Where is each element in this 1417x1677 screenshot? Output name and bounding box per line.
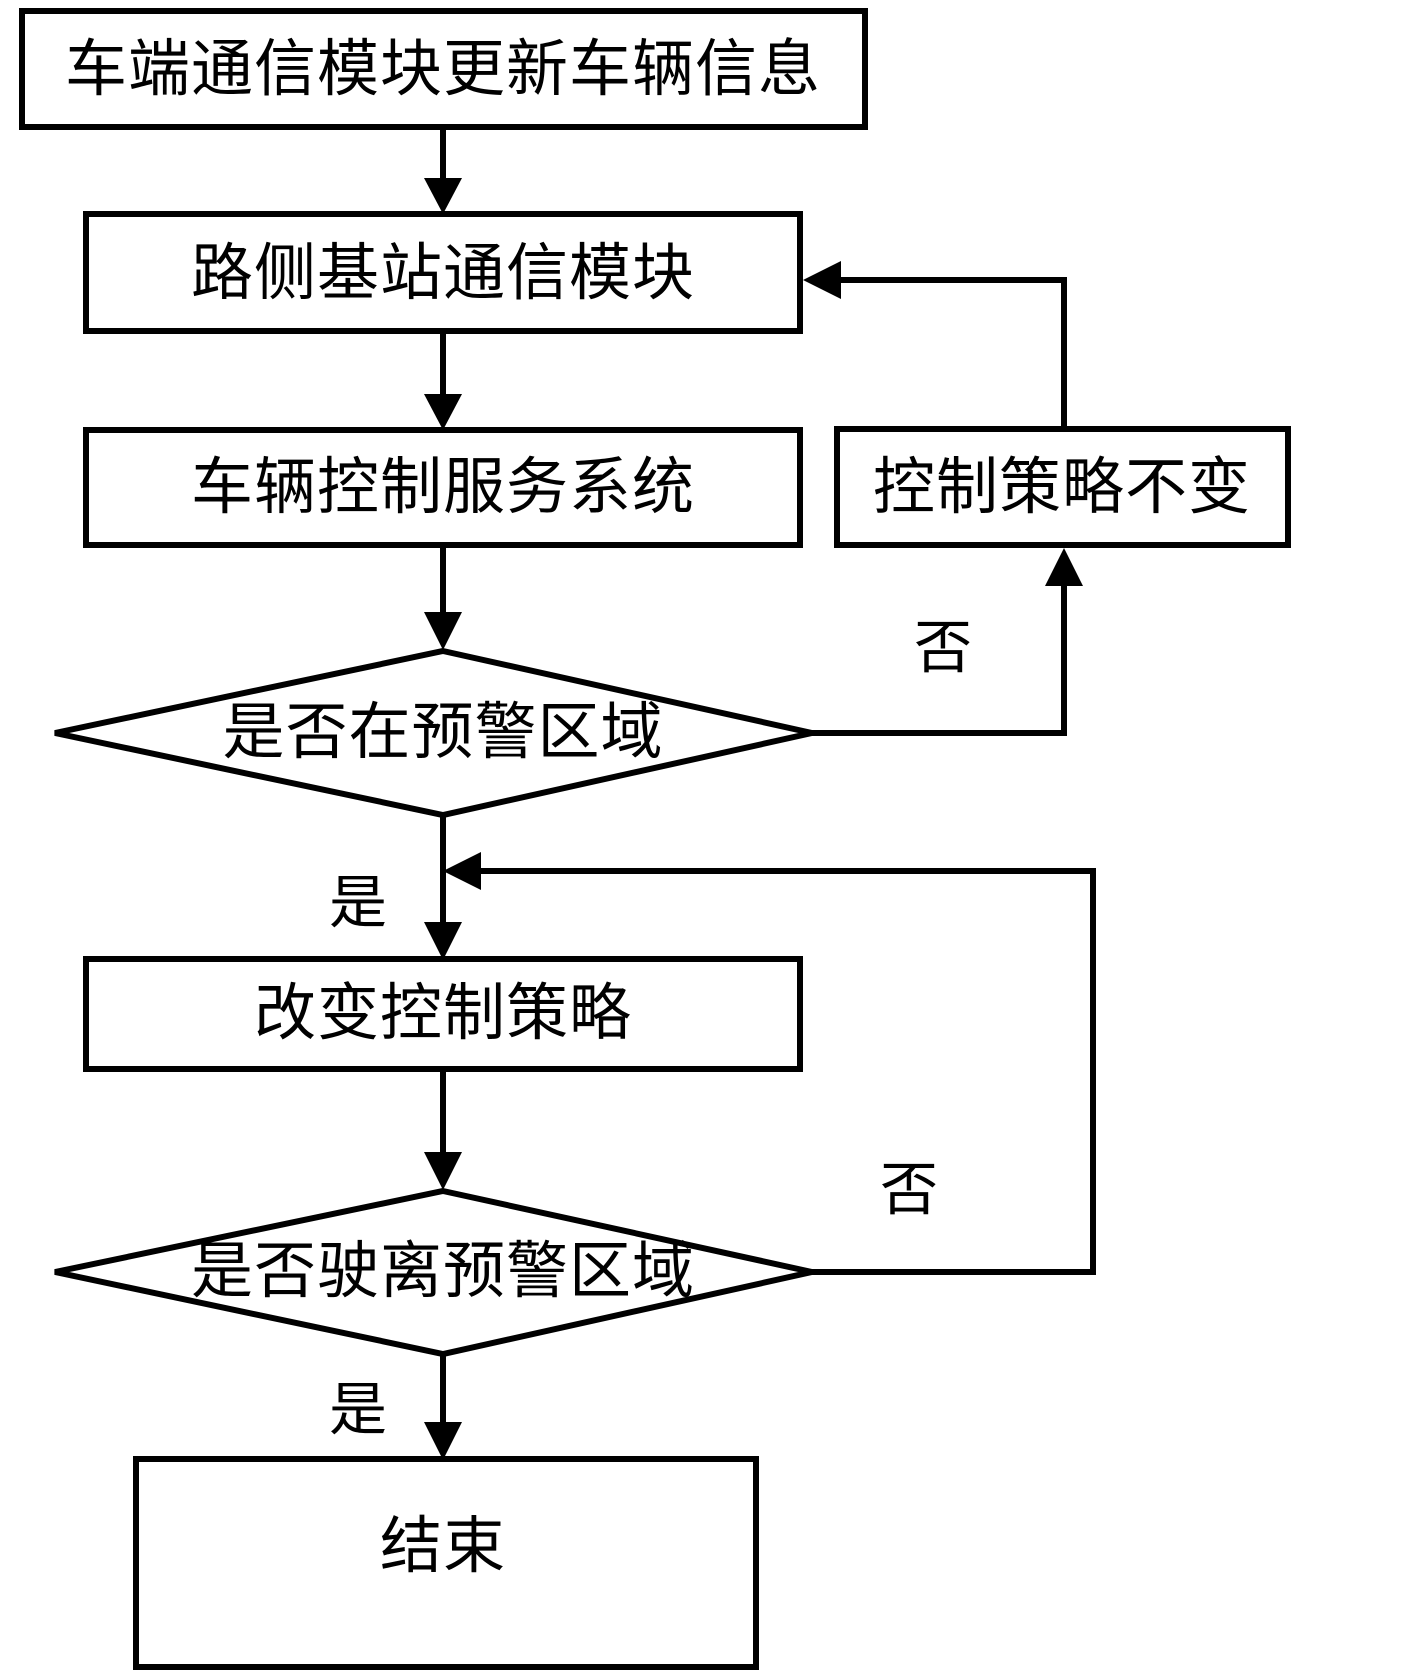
node-label: 车端通信模块更新车辆信息 bbox=[65, 36, 821, 104]
node-vehicle-control-service-system[interactable]: 车辆控制服务系统 bbox=[83, 427, 803, 548]
edge-decision2-no-to-change-policy bbox=[443, 852, 1096, 1275]
edge-decision1-yes-to-change-policy bbox=[424, 815, 462, 960]
edge-decision1-no-to-policy-unchanged bbox=[812, 548, 1083, 736]
edge-label-decision1-yes: 是 bbox=[329, 871, 387, 936]
node-label: 结束 bbox=[380, 1513, 506, 1581]
node-rect bbox=[19, 8, 868, 130]
edge-label-decision2-yes: 是 bbox=[329, 1378, 387, 1443]
edge-label-decision1-no: 否 bbox=[914, 616, 972, 681]
node-rect bbox=[83, 427, 803, 548]
decision-diamond bbox=[54, 1187, 813, 1358]
edge-change-policy-to-decision2 bbox=[424, 1069, 462, 1190]
decision-diamond bbox=[54, 647, 813, 819]
arrow-head-icon bbox=[424, 394, 462, 430]
node-rect bbox=[83, 211, 803, 334]
node-rect bbox=[834, 426, 1291, 548]
arrow-head-icon bbox=[424, 612, 462, 650]
node-label: 改变控制策略 bbox=[254, 980, 632, 1048]
node-control-policy-unchanged[interactable]: 控制策略不变 bbox=[834, 426, 1291, 548]
node-start-update-vehicle-info[interactable]: 车端通信模块更新车辆信息 bbox=[19, 8, 868, 130]
node-decision-in-warning-zone[interactable]: 是否在预警区域 bbox=[54, 647, 813, 819]
node-change-control-policy[interactable]: 改变控制策略 bbox=[83, 956, 803, 1072]
edge-policy-unchanged-to-roadside bbox=[803, 261, 1067, 429]
edge-start-to-roadside bbox=[424, 127, 462, 214]
arrow-head-icon bbox=[443, 852, 481, 890]
node-rect bbox=[133, 1456, 759, 1670]
arrow-head-icon bbox=[424, 1152, 462, 1190]
arrow-head-icon bbox=[424, 922, 462, 960]
node-roadside-base-station-comm[interactable]: 路侧基站通信模块 bbox=[83, 211, 803, 334]
node-decision-left-warning-zone[interactable]: 是否驶离预警区域 bbox=[54, 1187, 813, 1358]
node-end[interactable]: 结束 bbox=[133, 1456, 759, 1670]
node-rect bbox=[83, 956, 803, 1072]
arrow-head-icon bbox=[424, 178, 462, 214]
edge-vehiclectrl-to-decision1 bbox=[424, 545, 462, 650]
node-label: 车辆控制服务系统 bbox=[191, 454, 695, 522]
edge-decision2-yes-to-end bbox=[424, 1354, 462, 1460]
node-label: 路侧基站通信模块 bbox=[191, 240, 695, 308]
node-label: 是否在预警区域 bbox=[222, 699, 663, 767]
node-label: 是否驶离预警区域 bbox=[191, 1238, 695, 1306]
edge-label-decision2-no: 否 bbox=[880, 1158, 938, 1223]
arrow-head-icon bbox=[1045, 548, 1083, 586]
edge-roadside-to-vehiclectrl bbox=[424, 331, 462, 430]
node-label: 控制策略不变 bbox=[873, 454, 1251, 522]
arrow-head-icon bbox=[424, 1422, 462, 1460]
arrow-head-icon bbox=[803, 261, 841, 299]
